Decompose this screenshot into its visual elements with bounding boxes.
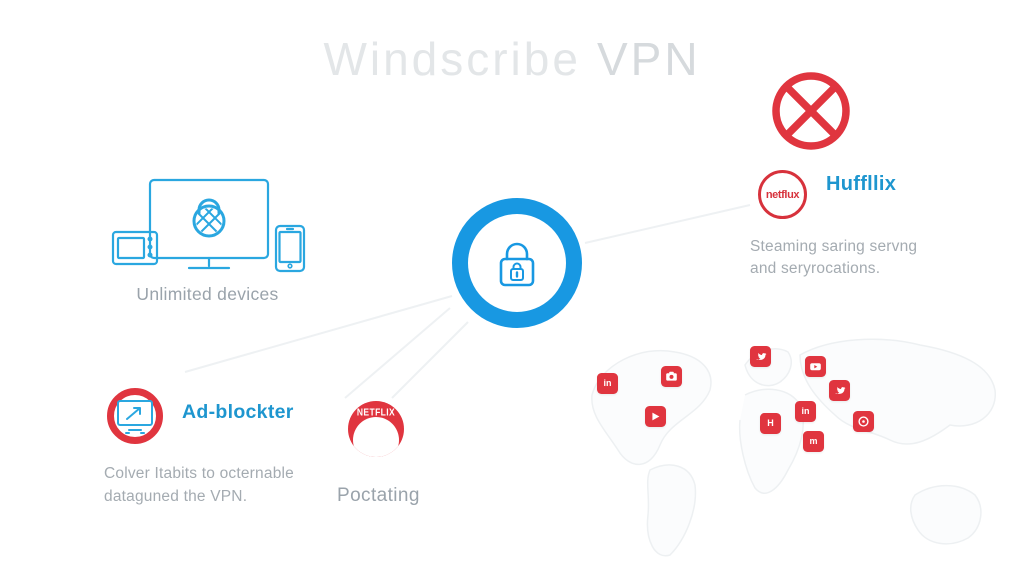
streaming-desc-line1: Steaming saring servng: [750, 238, 918, 255]
connector-lines: [184, 204, 751, 399]
netflix-badge-inner: [353, 417, 399, 457]
blocked-x-icon: [772, 72, 850, 150]
youtube-icon: [805, 356, 826, 377]
whatsapp-icon: [853, 411, 874, 432]
netflux-badge-text: netflux: [765, 188, 800, 201]
page-title: Windscribe VPN: [0, 32, 1024, 86]
padlock-icon: [499, 242, 535, 287]
streaming-description: Steaming saring servng and seryrocations…: [750, 236, 940, 281]
settopbox-icon: [111, 230, 159, 266]
netflix-badge: NETFLIX: [348, 401, 404, 457]
streaming-desc-line2: and seryrocations.: [750, 260, 881, 278]
play-icon: [645, 406, 666, 427]
linkedin-icon: in: [597, 373, 618, 394]
devices-label: Unlimited devices: [136, 284, 279, 304]
map-continents: [591, 338, 996, 557]
monitor-arrow-icon: [117, 400, 153, 434]
title-word-1: Windscribe: [323, 33, 581, 85]
adblock-heading: Ad-blockter: [182, 401, 294, 423]
m-icon: m: [803, 431, 824, 452]
adblock-desc-line2: dataguned the VPN.: [104, 488, 248, 506]
twitter-icon: [750, 346, 771, 367]
adblock-description: Colver Itabits to octernable dataguned t…: [104, 462, 304, 509]
title-word-2: VPN: [596, 33, 701, 85]
twitter-icon-2: [829, 380, 850, 401]
devices-illustration: [111, 178, 306, 273]
lock-pattern-icon: [192, 198, 226, 238]
netflux-badge: netflux: [758, 170, 807, 219]
netflix-badge-text: NETFLIX: [356, 406, 396, 418]
tablet-icon: [274, 224, 306, 273]
tv-icon: [148, 178, 270, 270]
vpn-lock-emblem: [452, 198, 582, 328]
streaming-heading: Huffllix: [826, 173, 897, 195]
netflix-label: Poctating: [337, 485, 420, 506]
linkedin-icon-2: in: [795, 401, 816, 422]
h-icon: H: [760, 413, 781, 434]
adblock-desc-line1: Colver Itabits to octernable: [104, 465, 294, 482]
camera-icon: [661, 366, 682, 387]
adblock-emblem: [107, 388, 163, 444]
